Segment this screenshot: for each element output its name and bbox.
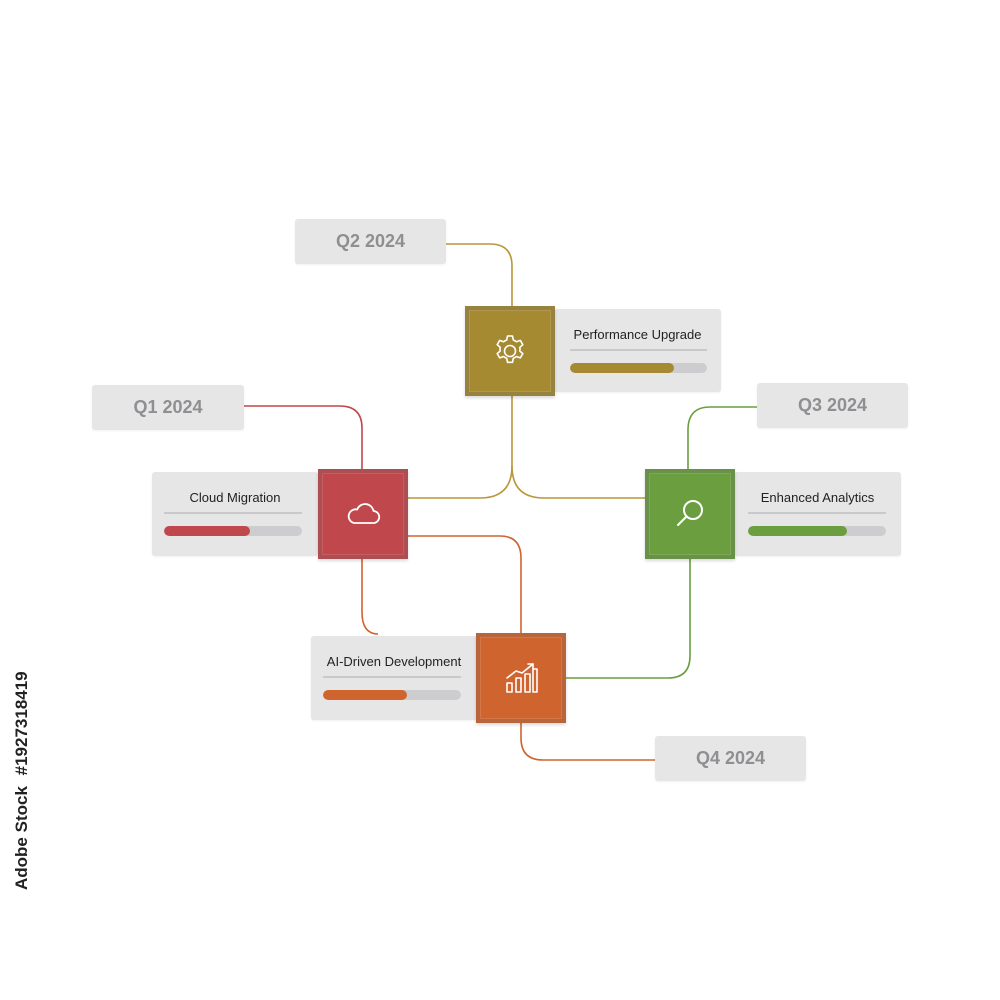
cloud-migration-card: Cloud Migration [152,472,318,556]
cloud-progress-fill [164,526,250,536]
analytics-node [645,469,735,559]
performance-progress-track [570,363,707,373]
performance-upgrade-title: Performance Upgrade [573,327,702,342]
enhanced-analytics-title: Enhanced Analytics [760,490,875,505]
q1-connector [244,405,363,470]
cloud-migration-title: Cloud Migration [189,490,281,505]
analytics-progress-track [748,526,886,536]
cloud-to-ai-connector [408,535,522,633]
q4-connector [520,722,655,761]
analytics-to-ai-connector [566,558,691,679]
growth-chart-icon [506,663,538,693]
performance-node [465,306,555,396]
q2-label: Q2 2024 [295,219,446,264]
cloud-down-connector [361,558,379,635]
ai-development-node [476,633,566,723]
cloud-progress-track [164,526,302,536]
q3-connector [687,406,757,470]
stock-id-text: Adobe Stock #1927318419 [12,671,32,890]
ai-development-card: AI-Driven Development [311,636,477,720]
performance-upgrade-card: Performance Upgrade [554,309,721,392]
q1-label: Q1 2024 [92,385,244,430]
search-icon [677,500,703,526]
card-divider [164,512,302,514]
stock-id: #1927318419 [12,671,31,776]
card-divider [323,676,461,678]
performance-to-analytics-connector [511,465,645,499]
cloud-icon [347,503,381,524]
stock-provider: Adobe Stock [12,786,31,890]
card-divider [748,512,886,514]
performance-progress-fill [570,363,675,373]
card-divider [570,349,707,351]
performance-to-cloud-connector [408,396,513,499]
q4-label: Q4 2024 [655,736,806,781]
analytics-progress-fill [748,526,848,536]
ai-progress-track [323,690,461,700]
q2-connector [446,243,513,306]
enhanced-analytics-card: Enhanced Analytics [734,472,901,556]
q3-label: Q3 2024 [757,383,908,428]
ai-development-title: AI-Driven Development [326,654,462,669]
ai-progress-fill [323,690,408,700]
cloud-migration-node [318,469,408,559]
gear-icon [496,335,524,364]
